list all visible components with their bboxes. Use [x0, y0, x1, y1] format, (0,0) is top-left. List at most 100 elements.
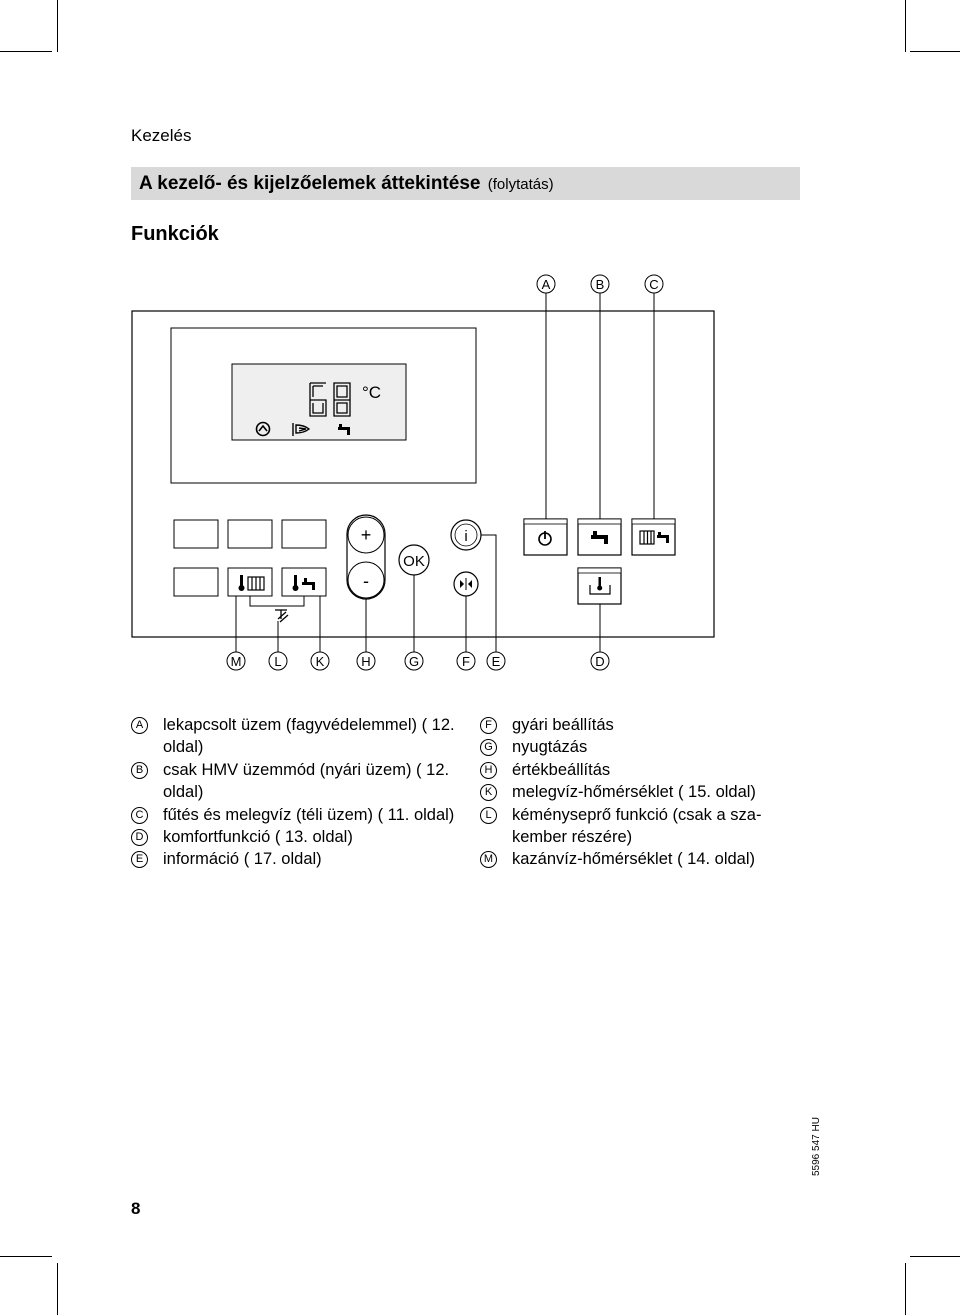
- legend-text: csak HMV üzemmód (nyári üzem) ( 12. olda…: [163, 760, 450, 802]
- boiler-temp-button: [227, 567, 273, 597]
- legend-text: fűtés és melegvíz (téli üzem) ( 11. olda…: [163, 805, 455, 824]
- legend-marker: K: [480, 784, 497, 802]
- marker-d: D: [590, 651, 610, 671]
- svg-text:L: L: [274, 654, 281, 669]
- leader-lines: [235, 292, 655, 652]
- svg-text:K: K: [316, 654, 325, 669]
- page-number: 8: [131, 1199, 141, 1218]
- crop-mark: [910, 1256, 960, 1257]
- minus-button: [347, 561, 385, 599]
- svg-text:M: M: [231, 654, 242, 669]
- control-panel-outline: [131, 310, 715, 638]
- svg-text:H: H: [361, 654, 370, 669]
- title-suffix: (folytatás): [487, 176, 554, 193]
- legend-text: lekapcsolt üzem (fagyvéde­lemmel) ( 12. …: [163, 716, 455, 757]
- marker-a: A: [536, 274, 556, 294]
- crop-mark: [0, 1256, 52, 1257]
- blank-button: [173, 567, 219, 597]
- lcd-digits: [309, 382, 351, 417]
- legend-marker: F: [480, 717, 497, 734]
- legend-text: értékbeállítás: [512, 760, 611, 779]
- legend-marker: M: [480, 851, 497, 869]
- plus-label: +: [361, 525, 372, 545]
- tap-icon: [591, 531, 608, 544]
- lcd-power-icon: [255, 421, 271, 437]
- marker-h: H: [356, 651, 376, 671]
- legend-text: gyári beállítás: [512, 716, 614, 734]
- mode-button-heating-dhw: [631, 518, 676, 556]
- comfort-icon: [589, 577, 611, 595]
- page-title: A kezelő- és kijelzőelemek áttekintése (…: [139, 173, 554, 195]
- blank-button: [227, 519, 273, 549]
- svg-text:F: F: [462, 654, 470, 669]
- section-header: Kezelés: [131, 126, 192, 145]
- minus-label: -: [363, 571, 369, 591]
- marker-k: K: [310, 651, 330, 671]
- comfort-button: [577, 567, 622, 605]
- marker-e: E: [486, 651, 506, 671]
- svg-text:D: D: [595, 654, 604, 669]
- legend-marker: E: [131, 851, 148, 869]
- legend-text: kéményseprő funkció (csak a sza­kember r…: [512, 805, 762, 847]
- legend-marker: D: [131, 829, 148, 847]
- mode-button-off: [523, 518, 568, 556]
- legend-text: melegvíz-hőmérséklet ( 15. oldal): [512, 783, 756, 802]
- legend-marker: G: [480, 739, 497, 757]
- document-number: 5596 547 HU: [811, 1117, 822, 1176]
- lcd-unit: °C: [362, 383, 381, 402]
- svg-text:E: E: [492, 654, 501, 669]
- radiator-tap-icon: [639, 530, 669, 545]
- factory-reset-icon: [460, 578, 472, 590]
- legend-text: nyugtázás: [512, 738, 588, 757]
- chimney-sweep-bracket: [249, 596, 305, 607]
- thermometer-tap-icon: [292, 575, 315, 591]
- svg-text:C: C: [649, 277, 658, 292]
- crop-mark: [910, 51, 960, 52]
- control-panel-diagram: °C + -: [131, 274, 715, 671]
- svg-text:B: B: [596, 277, 605, 292]
- lcd-burner-icon: [292, 423, 311, 436]
- section-subtitle: Funkciók: [131, 223, 219, 245]
- legend-marker: C: [131, 806, 148, 824]
- lcd-tap-icon: [338, 424, 350, 435]
- thermometer-radiator-icon: [238, 575, 265, 591]
- legend-marker: A: [131, 717, 148, 734]
- crop-mark: [57, 0, 58, 52]
- legend-marker: B: [131, 761, 148, 779]
- mode-button-dhw-only: [577, 518, 622, 556]
- title-main: A kezelő- és kijelzőelemek áttekintése: [139, 173, 481, 194]
- ok-label: OK: [403, 553, 425, 570]
- marker-b: B: [590, 274, 610, 294]
- chimney-sweep-icon: [275, 609, 289, 623]
- legend-text: kazánvíz-hőmérséklet ( 14. oldal): [512, 850, 756, 869]
- marker-f: F: [456, 651, 476, 671]
- lcd-display: [231, 363, 407, 441]
- marker-g: G: [404, 651, 424, 671]
- display-housing: [170, 327, 477, 484]
- legend-text: információ ( 17. oldal): [163, 850, 322, 869]
- crop-mark: [0, 51, 52, 52]
- title-bar: [131, 167, 800, 200]
- svg-text:A: A: [542, 277, 551, 292]
- legend-marker: L: [480, 806, 497, 824]
- plus-button: [347, 516, 385, 554]
- marker-c: C: [644, 274, 664, 294]
- blank-button: [281, 519, 327, 549]
- crop-mark: [905, 0, 906, 52]
- crop-mark: [57, 1263, 58, 1315]
- svg-text:G: G: [409, 654, 419, 669]
- info-label: i: [464, 528, 467, 545]
